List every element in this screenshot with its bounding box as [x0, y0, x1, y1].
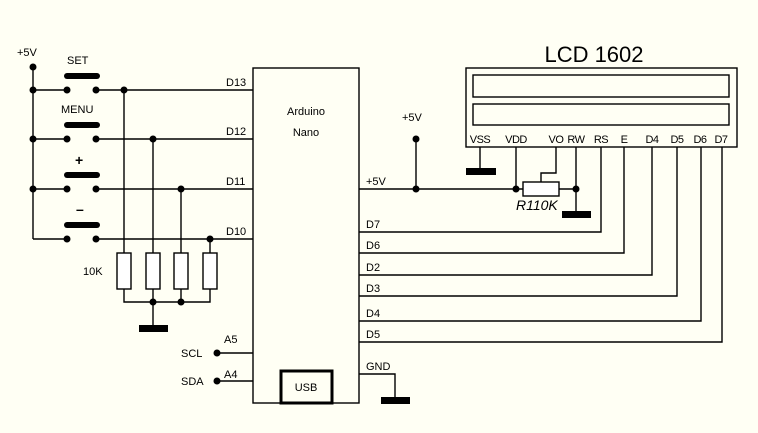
pin-label-d4: D4 — [366, 308, 380, 320]
ground-symbol — [139, 325, 168, 332]
arduino-name-line2: Nano — [293, 127, 319, 139]
resistor-10k — [173, 252, 189, 290]
switch-contact — [63, 235, 71, 243]
junction-dot — [572, 185, 580, 193]
mid-5v-label: +5V — [402, 112, 423, 124]
sda-terminal — [213, 377, 221, 385]
lcd-row-2 — [472, 103, 730, 126]
pin-label-d13: D13 — [226, 77, 246, 89]
resistor-10k — [145, 252, 161, 290]
pin-label-a5: A5 — [224, 334, 237, 346]
lcd-data-wires: D7 D6 D2 D3 D4 D5 — [359, 147, 723, 343]
lcd-pin-rw: RW — [567, 134, 585, 146]
ground-symbol — [466, 168, 496, 175]
wire-d3-d5 — [359, 147, 678, 297]
pin-label-a4: A4 — [224, 369, 237, 381]
lcd-pin-vss: VSS — [470, 134, 491, 146]
pin-label-d2: D2 — [366, 262, 380, 274]
left-5v-terminal — [29, 63, 37, 71]
potentiometer-label: R110K — [516, 197, 558, 213]
pin-label-d3: D3 — [366, 283, 380, 295]
wire-vo-wiper — [540, 147, 557, 182]
lcd-1602: LCD 1602 VSS VDD VO RW RS E D4 D5 D6 D7 — [465, 42, 738, 148]
sda-label: SDA — [181, 376, 204, 388]
junction-dot — [149, 298, 157, 306]
button-minus: – D10 — [63, 201, 253, 243]
button-menu-label: MENU — [61, 104, 93, 116]
wire-d4-d6 — [359, 147, 702, 322]
wire-gnd — [359, 373, 396, 397]
potentiometer — [522, 181, 560, 197]
left-power-rail: +5V — [17, 47, 67, 240]
pin-label-d10: D10 — [226, 226, 246, 238]
junction-dot — [177, 298, 185, 306]
wire-d5-d7 — [359, 147, 723, 343]
pin-label-d6: D6 — [366, 240, 380, 252]
wire-d7-rs — [359, 147, 602, 233]
arduino-name-line1: Arduino — [287, 106, 325, 118]
pin-label-d12: D12 — [226, 126, 246, 138]
lcd-pin-d6: D6 — [693, 134, 706, 146]
lcd-title: LCD 1602 — [544, 42, 643, 67]
usb-port — [279, 369, 334, 405]
lcd-pin-d5: D5 — [670, 134, 683, 146]
wire-d6-e — [359, 147, 625, 254]
button-set: SET D13 — [29, 55, 253, 94]
lcd-power: +5V +5V R110K — [359, 112, 591, 218]
button-set-actuator — [64, 73, 100, 79]
lcd-pin-e: E — [621, 134, 628, 146]
lcd-pin-d4: D4 — [645, 134, 658, 146]
switch-contact — [63, 185, 71, 193]
junction-dot — [29, 135, 37, 143]
lcd-pin-d7: D7 — [714, 134, 727, 146]
junction-dot — [29, 185, 37, 193]
resistor-bus — [123, 289, 211, 303]
arduino-nano: Arduino Nano USB SCL A5 SDA A4 GND — [181, 67, 410, 405]
resistor-10k — [202, 252, 218, 290]
ground-symbol — [562, 211, 591, 218]
pulldown-value-label: 10K — [83, 266, 103, 278]
ground-symbol — [381, 397, 410, 404]
button-plus-label: + — [75, 152, 83, 168]
usb-label: USB — [295, 382, 318, 394]
lcd-row-1 — [472, 74, 730, 98]
left-5v-label: +5V — [17, 47, 38, 59]
arduino-body — [252, 67, 360, 404]
button-menu: MENU D12 — [29, 104, 253, 143]
junction-dot — [29, 86, 37, 94]
button-menu-actuator — [64, 122, 100, 128]
pin-label-d5: D5 — [366, 329, 380, 341]
lcd-pin-vdd: VDD — [505, 134, 527, 146]
switch-contact — [63, 135, 71, 143]
button-plus: + D11 — [29, 152, 253, 193]
pulldown-resistors: 10K — [83, 90, 218, 332]
pin-label-d11: D11 — [226, 176, 245, 188]
wire-d2-d4 — [359, 147, 653, 276]
switch-contact — [63, 86, 71, 94]
button-set-label: SET — [67, 55, 89, 67]
scl-label: SCL — [181, 348, 202, 360]
scl-terminal — [213, 349, 221, 357]
pin-label-d7: D7 — [366, 219, 380, 231]
lcd-pin-rs: RS — [594, 134, 608, 146]
lcd-pin-vo: VO — [549, 134, 565, 146]
button-plus-actuator — [64, 172, 100, 178]
resistor-10k — [116, 252, 132, 290]
gnd-label: GND — [366, 361, 391, 373]
junction-dot — [412, 185, 420, 193]
button-minus-label: – — [76, 201, 84, 217]
button-minus-actuator — [64, 222, 100, 228]
mid-5v-terminal — [412, 135, 420, 143]
nano-5v-label: +5V — [366, 176, 387, 188]
